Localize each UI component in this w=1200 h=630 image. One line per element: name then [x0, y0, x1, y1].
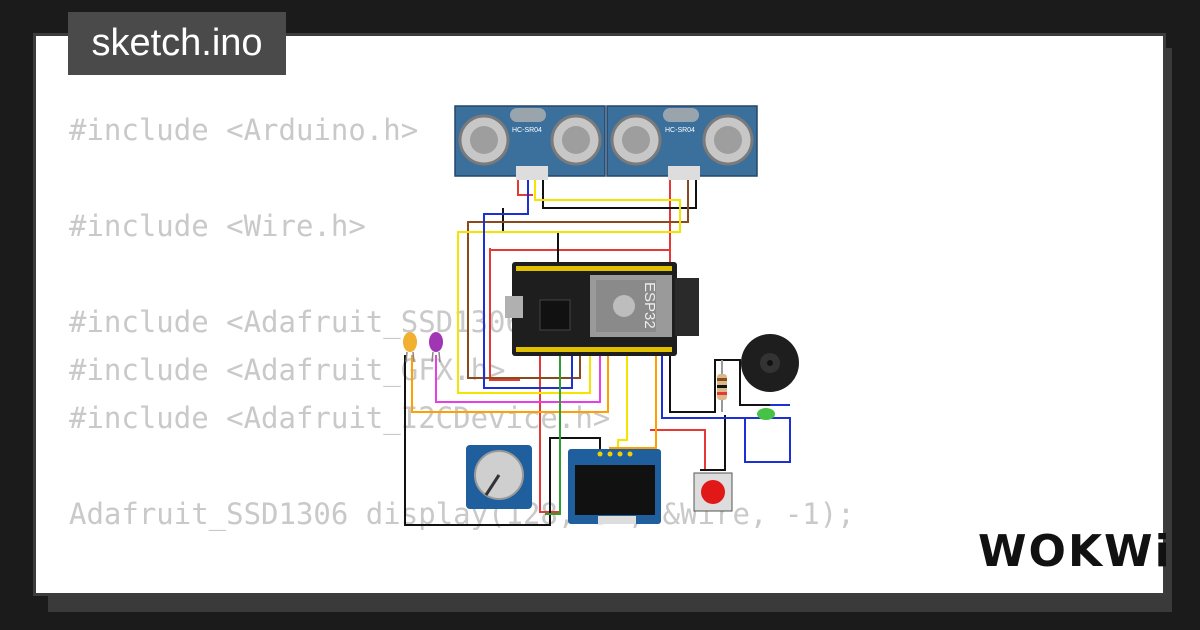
oled-display[interactable] [568, 449, 661, 524]
yellow-led[interactable] [403, 332, 417, 363]
sensor-2-label: HC-SR04 [665, 127, 695, 134]
code-line: #include <Adafruit_I2CDevice.h> [69, 401, 611, 435]
buzzer[interactable] [741, 334, 799, 392]
wokwi-logo: WOKWi [978, 526, 1172, 577]
potentiometer[interactable] [466, 445, 532, 509]
purple-led[interactable] [429, 332, 443, 363]
code-line: #include <Arduino.h> [69, 113, 419, 147]
sensor-1-label: HC-SR04 [512, 127, 542, 134]
esp32-label: ESP32 [641, 282, 658, 329]
esp32-board[interactable]: ESP32 [505, 262, 699, 356]
push-button[interactable] [693, 472, 733, 512]
ultrasonic-sensor-2[interactable]: HC-SR04 [606, 105, 758, 180]
file-tab[interactable]: sketch.ino [68, 12, 286, 75]
green-led[interactable] [757, 408, 775, 420]
ultrasonic-sensor-1[interactable]: HC-SR04 [454, 105, 606, 180]
wires [404, 180, 791, 526]
code-line: #include <Wire.h> [69, 209, 366, 243]
resistor[interactable] [717, 360, 727, 412]
